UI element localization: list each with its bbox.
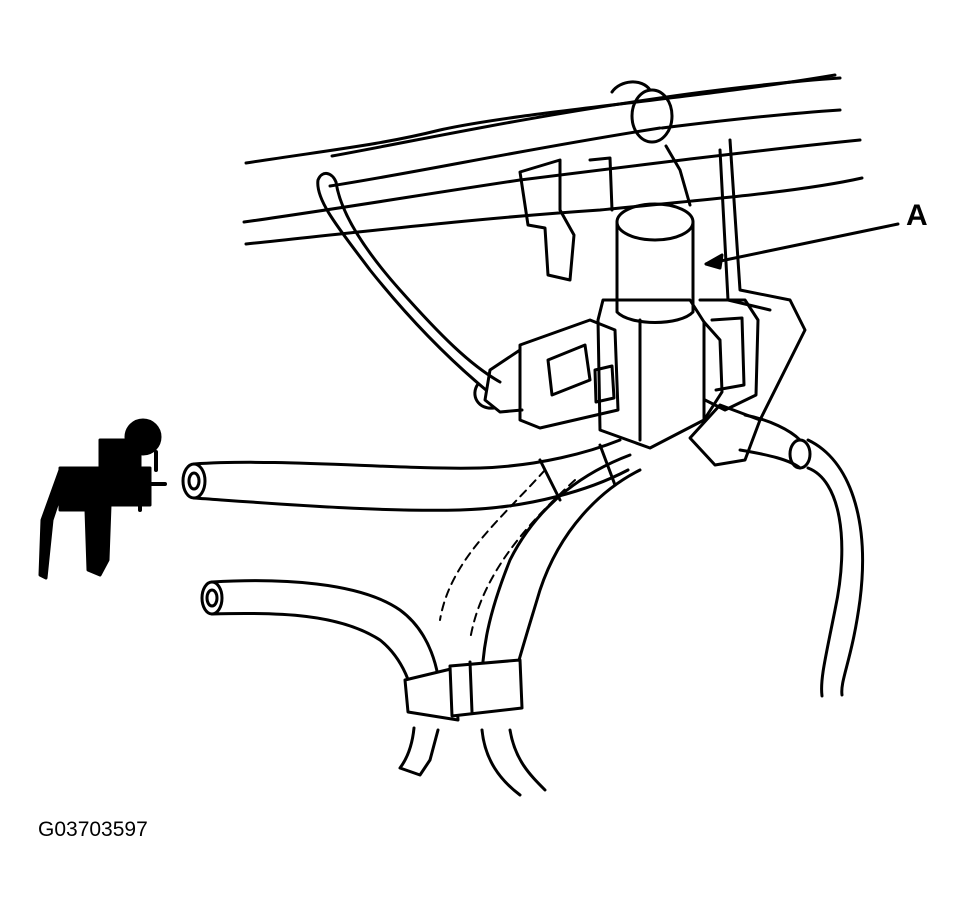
callout-label-a: A	[906, 199, 928, 232]
figure-code: G03703597	[38, 818, 148, 841]
electrical-connector	[473, 318, 620, 430]
solenoid-valve	[596, 138, 807, 450]
chassis-rails	[242, 73, 864, 282]
right-connector	[698, 298, 760, 412]
right-hose	[688, 403, 864, 698]
callout-leader	[704, 222, 900, 270]
upper-left-hose	[181, 438, 630, 512]
lower-left-hose	[200, 579, 442, 777]
hose-clamps	[403, 658, 524, 722]
vacuum-pump-icon	[38, 418, 167, 580]
harness-wire	[316, 172, 502, 392]
upper-pipe	[328, 76, 842, 207]
center-hose	[439, 453, 642, 797]
